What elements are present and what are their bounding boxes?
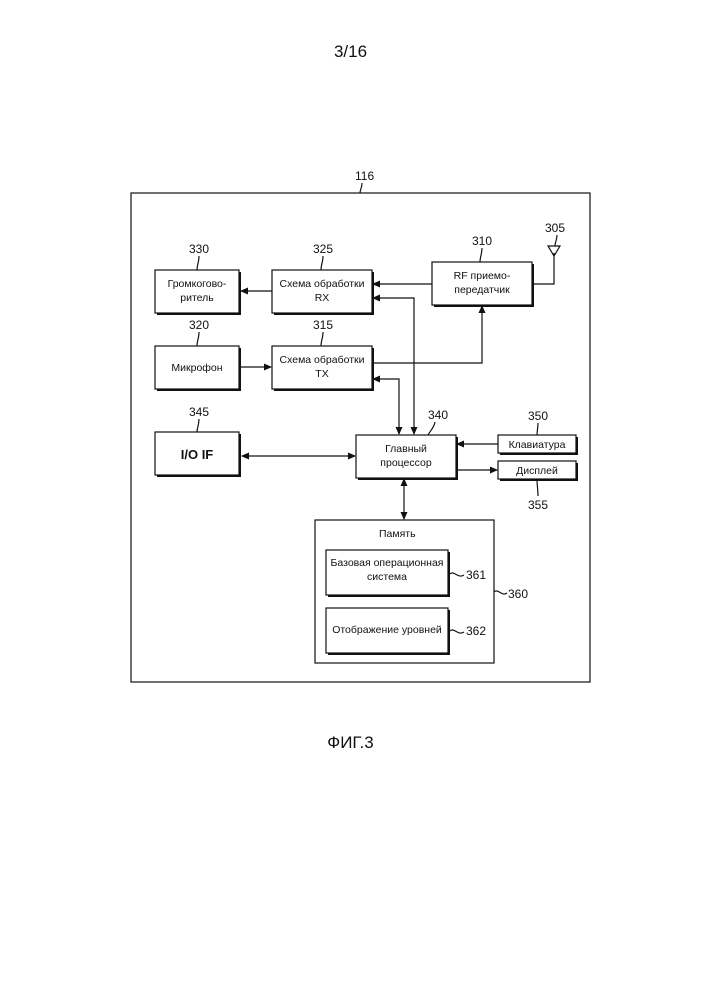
cpu-label-2: процессор	[380, 457, 432, 469]
levels-label: Отображение уровней	[332, 624, 442, 636]
io-interface-block: I/O IF	[155, 432, 241, 477]
tx-label-2: TX	[315, 368, 328, 380]
rf-ref: 310	[472, 234, 492, 248]
memory-ref: 360	[508, 587, 528, 601]
mic-label: Микрофон	[171, 362, 222, 374]
speaker-block: Громкогово- ритель	[155, 270, 241, 315]
keypad-label: Клавиатура	[509, 439, 566, 451]
keypad-ref: 350	[528, 409, 548, 423]
cpu-label-1: Главный	[385, 443, 427, 455]
device-ref: 116	[355, 169, 374, 183]
tx-label-1: Схема обработки	[280, 354, 365, 366]
rf-label-2: передатчик	[454, 284, 510, 296]
os-block: Базовая операционная система	[326, 550, 450, 597]
speaker-ref: 330	[189, 242, 209, 256]
cpu-ref: 340	[428, 408, 448, 422]
display-ref: 355	[528, 498, 548, 512]
os-label-2: система	[367, 571, 407, 583]
microphone-block: Микрофон	[155, 346, 241, 391]
rf-label-1: RF приемо-	[454, 270, 511, 282]
os-label-1: Базовая операционная	[331, 557, 444, 569]
rx-label-2: RX	[315, 292, 330, 304]
main-processor-block: Главный процессор	[356, 435, 458, 480]
tx-ref: 315	[313, 318, 333, 332]
speaker-label-2: ритель	[180, 292, 214, 304]
rx-ref: 325	[313, 242, 333, 256]
rf-transceiver-block: RF приемо- передатчик	[432, 262, 534, 307]
tx-processing-block: Схема обработки TX	[272, 346, 374, 391]
connections	[241, 284, 498, 519]
mic-ref: 320	[189, 318, 209, 332]
speaker-label-1: Громкогово-	[168, 278, 227, 290]
figure-caption: ФИГ.3	[0, 733, 701, 753]
antenna-ref: 305	[545, 221, 565, 235]
display-block: Дисплей	[498, 461, 578, 481]
os-ref: 361	[466, 568, 486, 582]
antenna-icon	[532, 246, 560, 284]
levels-ref: 362	[466, 624, 486, 638]
rx-label-1: Схема обработки	[280, 278, 365, 290]
memory-label: Память	[379, 528, 416, 540]
level-display-block: Отображение уровней	[326, 608, 450, 655]
rx-processing-block: Схема обработки RX	[272, 270, 374, 315]
keypad-block: Клавиатура	[498, 435, 578, 455]
io-label: I/O IF	[181, 447, 214, 462]
io-ref: 345	[189, 405, 209, 419]
display-label: Дисплей	[516, 465, 558, 477]
